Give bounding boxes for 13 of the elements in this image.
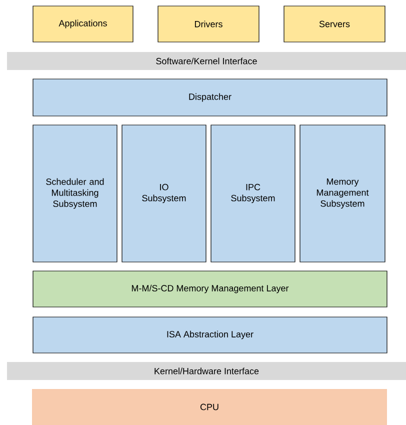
subsystem-box: IO Subsystem <box>122 124 206 262</box>
subsystem-box: Memory Management Subsystem <box>300 124 386 262</box>
layer-box: Drivers <box>158 6 260 42</box>
layer-box: ISA Abstraction Layer <box>32 316 388 354</box>
interface-band: Software/Kernel Interface <box>7 52 406 70</box>
layer-box: Dispatcher <box>32 78 388 116</box>
subsystem-box: Scheduler and Multitasking Subsystem <box>32 124 118 262</box>
layer-box: M-M/S-CD Memory Management Layer <box>32 270 388 308</box>
layer-box: Applications <box>32 6 134 42</box>
layer-box: Servers <box>284 6 386 42</box>
interface-band: Kernel/Hardware Interface <box>7 362 406 380</box>
layer-box: CPU <box>32 389 387 425</box>
subsystem-box: IPC Subsystem <box>210 124 296 262</box>
